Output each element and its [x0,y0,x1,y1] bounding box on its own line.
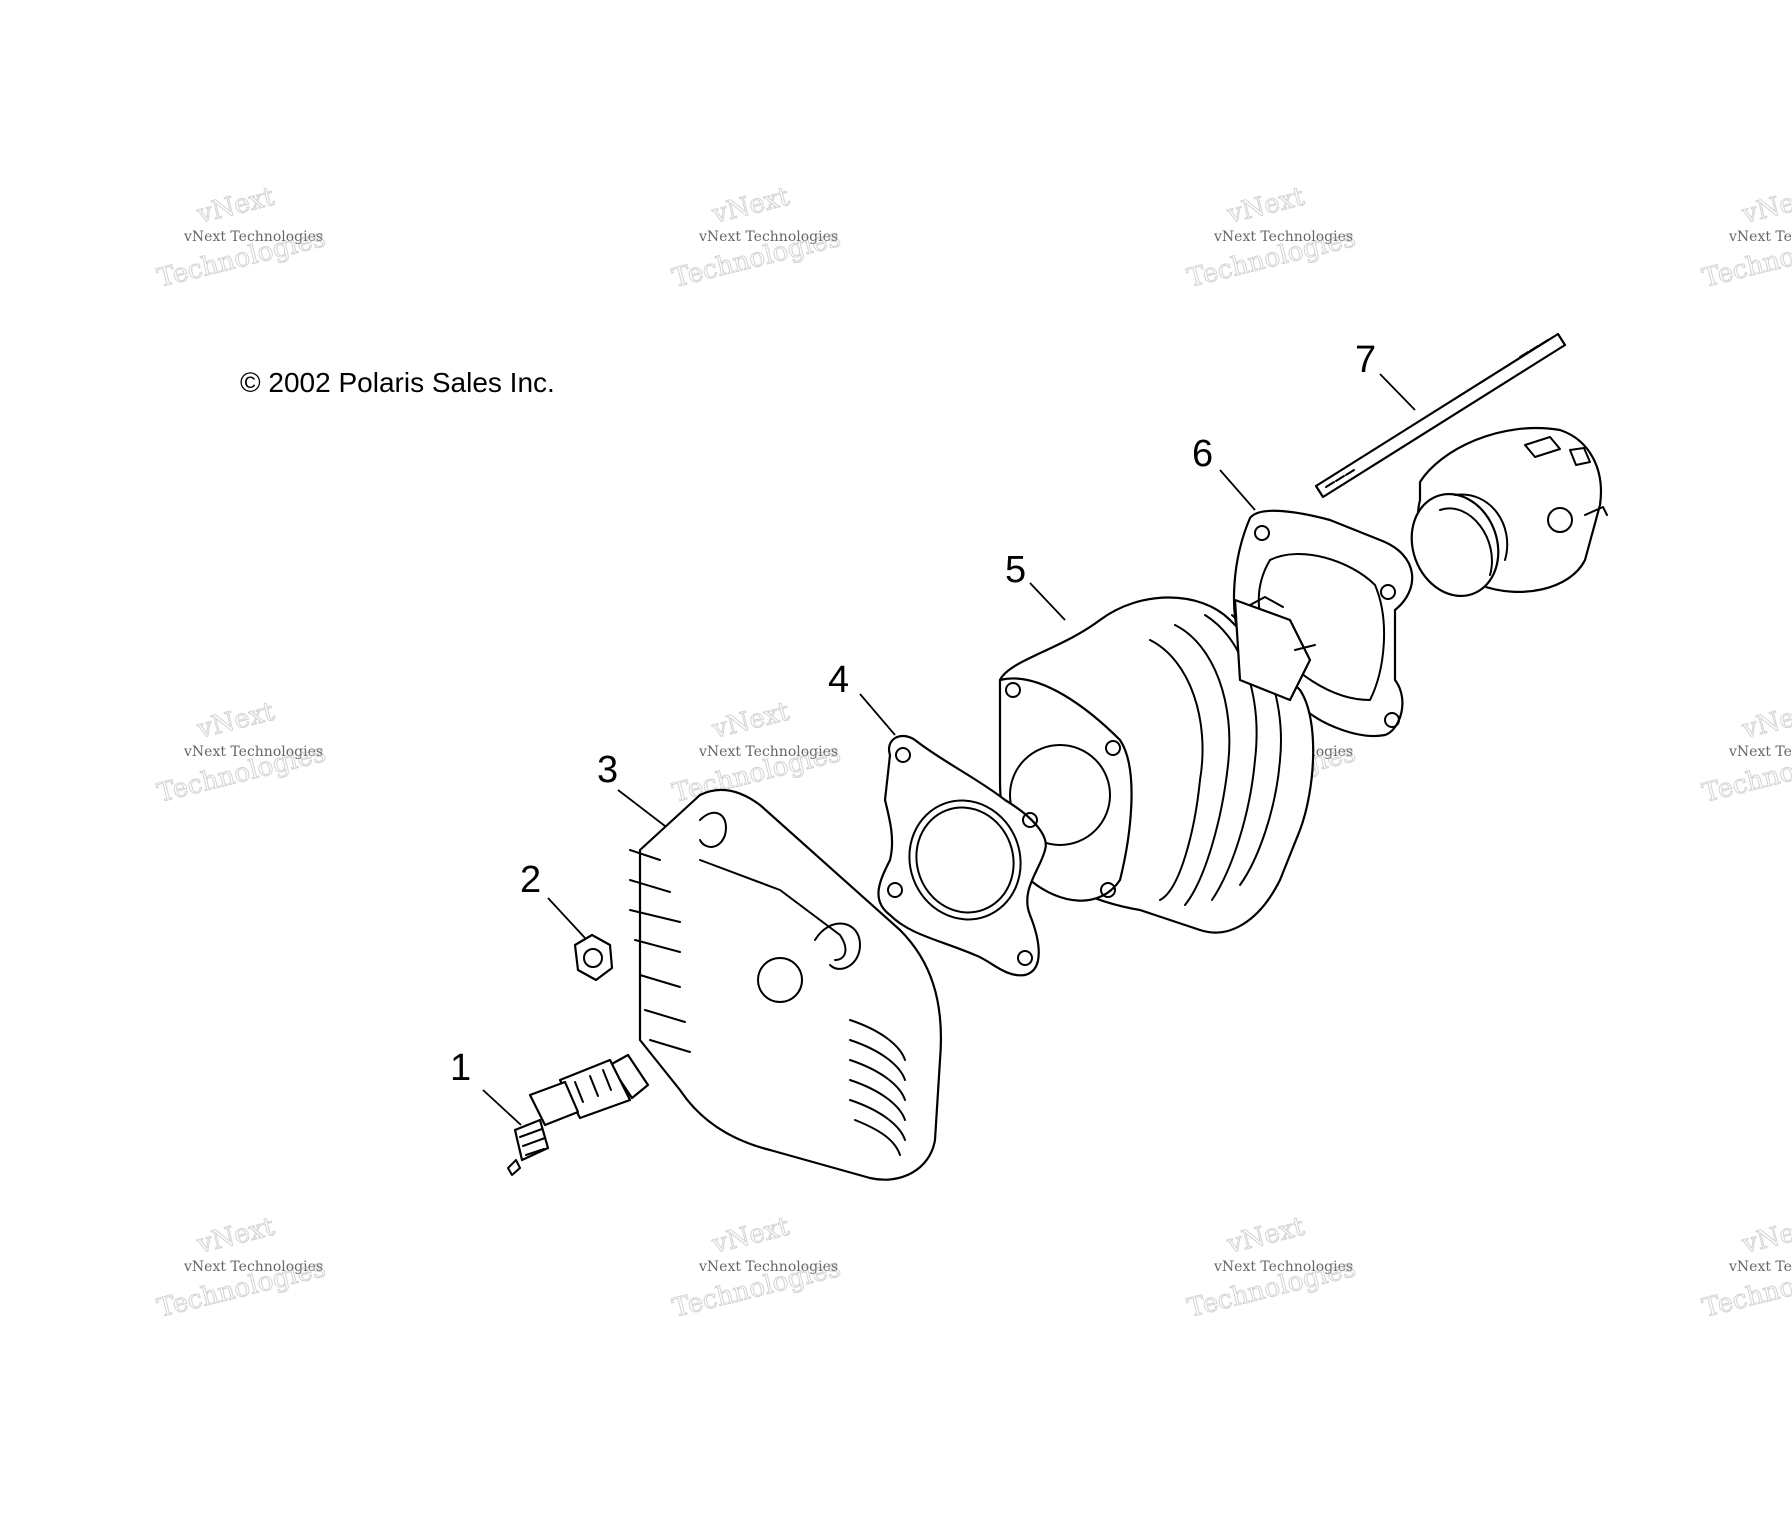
callout-2: 2 [520,859,541,901]
svg-text:vNext Technologies: vNext Technologies [698,744,838,760]
svg-text:vNext Technologies: vNext Technologies [698,1259,838,1275]
svg-text:vNext: vNext [708,1212,792,1260]
svg-text:vNext: vNext [708,182,792,230]
svg-text:vNext Technologies: vNext Technologies [183,744,323,760]
svg-text:vNext: vNext [1223,1212,1307,1260]
svg-text:vNext: vNext [1223,182,1307,230]
callouts: 1 2 3 4 5 6 7 [450,339,1376,1089]
watermark: vNext Technologies vNext Technologies [1699,696,1792,809]
svg-text:vNext: vNext [708,697,792,745]
callout-4: 4 [828,659,849,701]
callout-7: 7 [1355,339,1376,381]
cylinder-drawing [998,596,1316,934]
svg-text:vNext Technologies: vNext Technologies [698,229,838,245]
svg-text:vNext Technologies: vNext Technologies [1213,229,1353,245]
svg-text:vNext: vNext [193,1212,277,1260]
watermark: vNext Technologies vNext Technologies [1184,1211,1359,1324]
cylinder-head-drawing [629,788,943,1181]
leader-line-3 [617,789,666,827]
nut-drawing [573,933,614,982]
watermark: vNext Technologies vNext Technologies [669,181,844,294]
watermark-text-a: vNext [193,182,277,230]
leader-line-2 [547,897,586,939]
leader-line-6 [1219,469,1256,511]
callout-3: 3 [597,749,618,791]
watermark: vNext Technologies vNext Technologies [1699,1211,1792,1324]
leader-lines [482,373,1416,1126]
svg-text:vNext: vNext [193,697,277,745]
watermark: vNext Technologies vNext Technologies [154,181,329,294]
leader-line-1 [482,1089,522,1126]
spark-plug-drawing [507,1053,650,1176]
head-gasket-drawing [877,734,1047,977]
copyright-text: © 2002 Polaris Sales Inc. [240,367,555,398]
leader-line-7 [1379,373,1416,411]
leader-line-4 [859,693,896,736]
watermark: vNext Technologies vNext Technologies [1699,181,1792,294]
watermark: vNext Technologies vNext Technologies [669,696,844,809]
piston-drawing [1410,426,1608,598]
callout-5: 5 [1005,549,1026,591]
svg-text:vNext Technologies: vNext Technologies [1728,744,1792,760]
watermark: vNext Technologies vNext Technologies [669,1211,844,1324]
svg-text:vNext Technologies: vNext Technologies [1213,1259,1353,1275]
svg-text:vNext: vNext [1738,697,1792,745]
svg-text:vNext: vNext [1738,1212,1792,1260]
callout-6: 6 [1192,433,1213,475]
callout-1: 1 [450,1047,471,1089]
watermark: vNext Technologies vNext Technologies [154,696,329,809]
svg-text:vNext Technologies: vNext Technologies [1728,229,1792,245]
stud-drawing [1314,332,1567,499]
svg-text:vNext Technologies: vNext Technologies [183,1259,323,1275]
watermark-text-small: vNext Technologies [183,229,323,245]
watermark: vNext Technologies vNext Technologies [154,1211,329,1324]
svg-text:vNext: vNext [1738,182,1792,230]
leader-line-5 [1029,582,1066,621]
watermark: vNext Technologies vNext Technologies [1184,181,1359,294]
svg-text:vNext Technologies: vNext Technologies [1728,1259,1792,1275]
